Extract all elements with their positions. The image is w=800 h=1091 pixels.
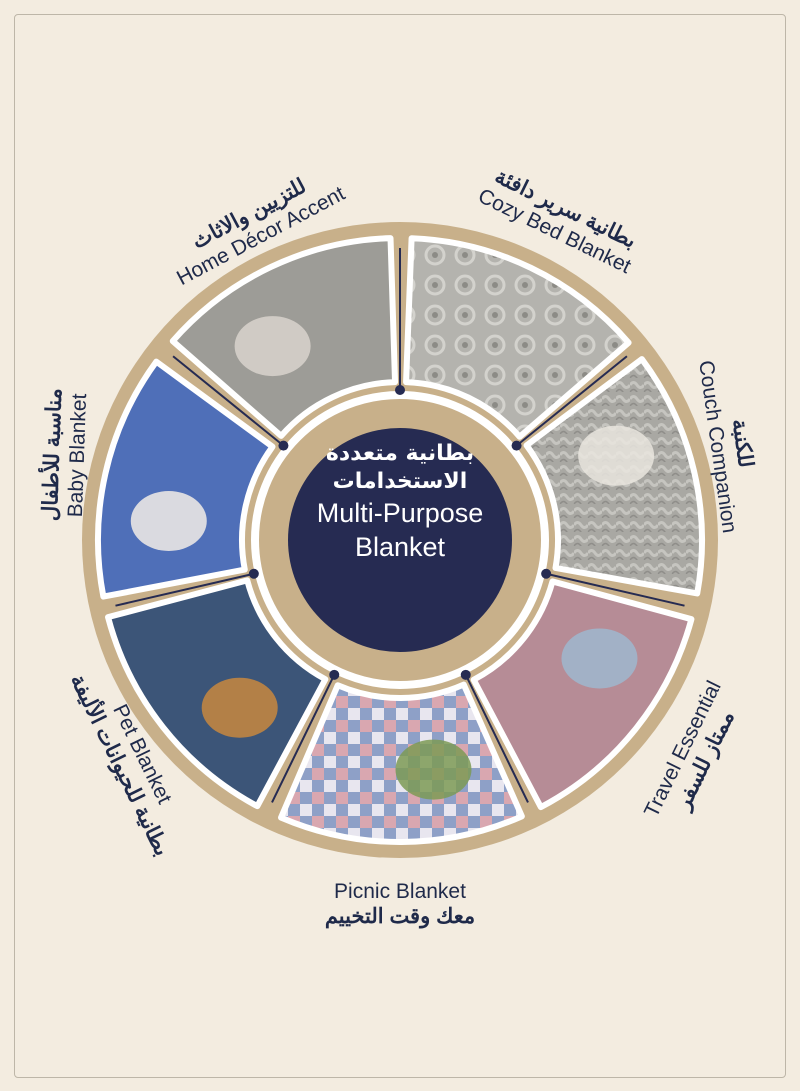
photo-pet (105, 577, 329, 810)
center-title-english-line1: Multi-Purpose (316, 498, 484, 528)
center-title-arabic: بطانية متعددة الاستخدامات (325, 441, 475, 494)
divider-line (115, 572, 255, 607)
divider-dot (460, 669, 471, 680)
divider-line (545, 572, 685, 607)
divider-line (515, 355, 628, 447)
label-picnic-english: Picnic Blanket (334, 880, 466, 903)
center-disc (288, 428, 512, 652)
divider-line (271, 674, 336, 803)
center-title: بطانية متعددة الاستخدامات Multi-Purpose … (290, 440, 510, 564)
divider-dot (511, 440, 522, 451)
divider-line (464, 674, 529, 803)
photo-travel (470, 578, 695, 811)
photo-cozy-bed (403, 235, 632, 440)
divider-dot (248, 568, 259, 579)
label-picnic: Picnic Blanket معك وقت التخييم (300, 880, 500, 930)
photo-picnic (278, 681, 525, 845)
border-frame (14, 14, 786, 1078)
center-title-english-line2: Blanket (354, 532, 446, 562)
divider-dot (395, 385, 405, 395)
divider-line (172, 355, 285, 447)
divider-dot (541, 568, 552, 579)
divider-dot (278, 440, 289, 451)
label-picnic-arabic: معك وقت التخييم (324, 905, 476, 928)
photo-baby (95, 358, 276, 600)
label-baby: مناسبة للأطفال Baby Blanket (37, 359, 94, 551)
photo-home-decor (169, 235, 399, 439)
photo-couch (523, 356, 705, 597)
divider-dot (329, 669, 340, 680)
